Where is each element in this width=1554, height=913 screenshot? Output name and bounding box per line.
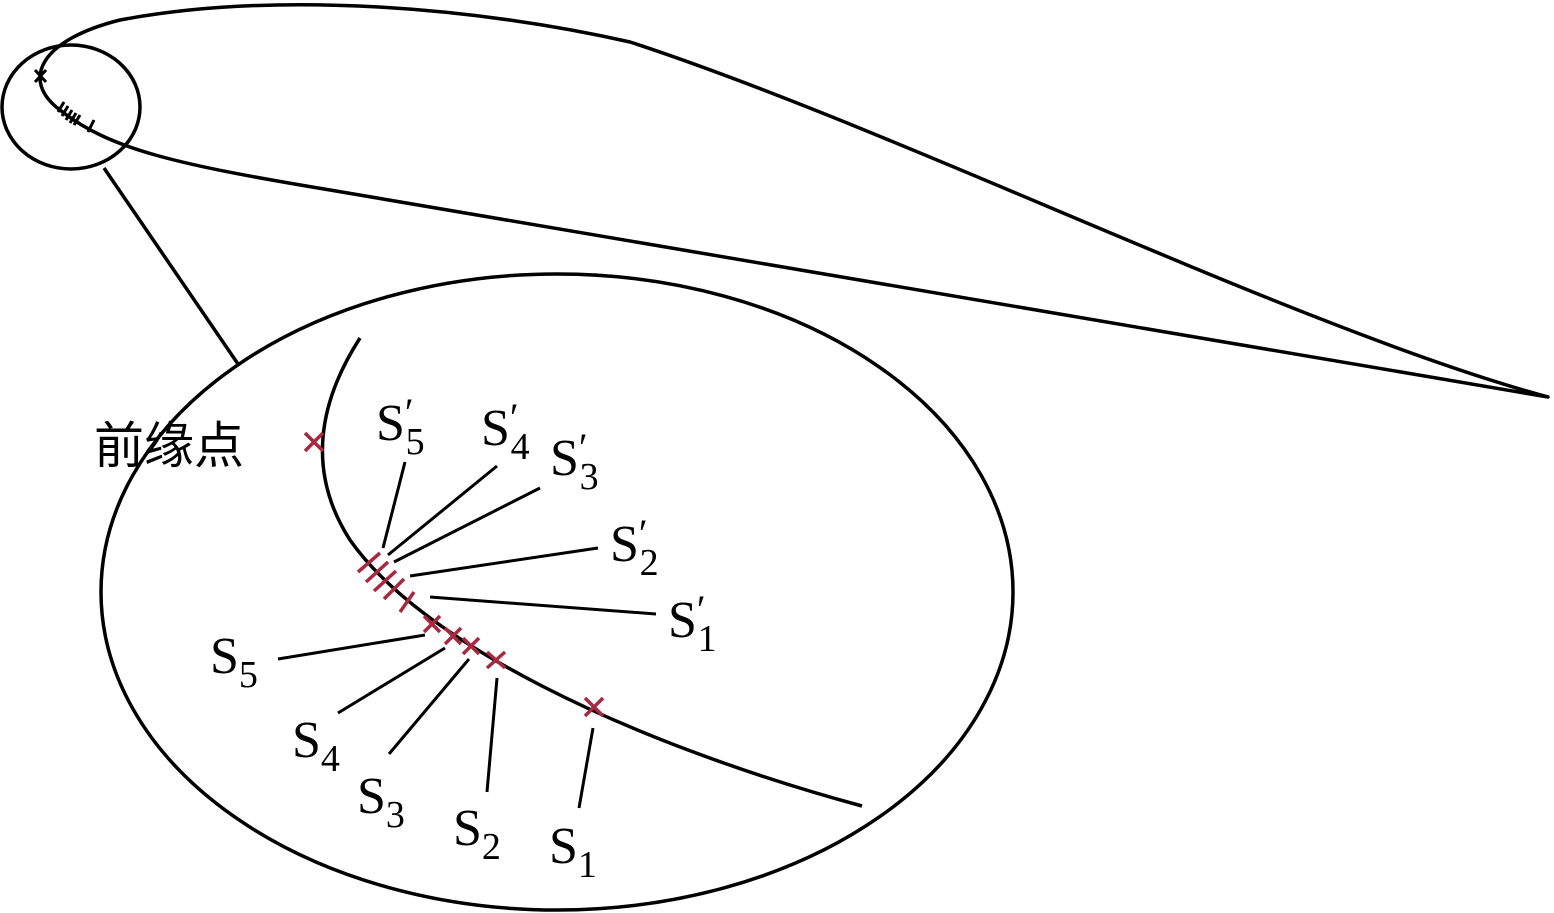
label-s4-prime: S′4	[481, 395, 530, 468]
label-s5: S5	[210, 628, 258, 696]
zoom-connector-line	[102, 167, 240, 365]
label-s5-prime: S′5	[376, 390, 425, 463]
leading-edge-label: 前缘点	[94, 418, 244, 474]
magnifier-ellipse-large	[99, 272, 1015, 912]
label-s3: S3	[357, 768, 405, 836]
magnifier-circle-small	[0, 43, 142, 171]
label-s3-prime: S′3	[550, 425, 599, 498]
small-circle-markers	[33, 68, 96, 133]
label-s4: S4	[292, 712, 340, 780]
label-s2-prime: S′2	[610, 511, 659, 584]
label-s1: S1	[549, 818, 597, 886]
lower-leader-lines	[277, 633, 595, 809]
label-s2: S2	[453, 800, 501, 868]
upper-point-markers	[356, 551, 416, 614]
upper-leader-lines	[381, 461, 657, 616]
lower-point-markers	[422, 614, 605, 718]
airfoil-outline	[38, 3, 1550, 399]
leading-edge-point-marker	[303, 431, 325, 453]
zoomed-leading-edge-curve	[320, 337, 863, 808]
label-s1-prime: S′1	[668, 587, 717, 660]
